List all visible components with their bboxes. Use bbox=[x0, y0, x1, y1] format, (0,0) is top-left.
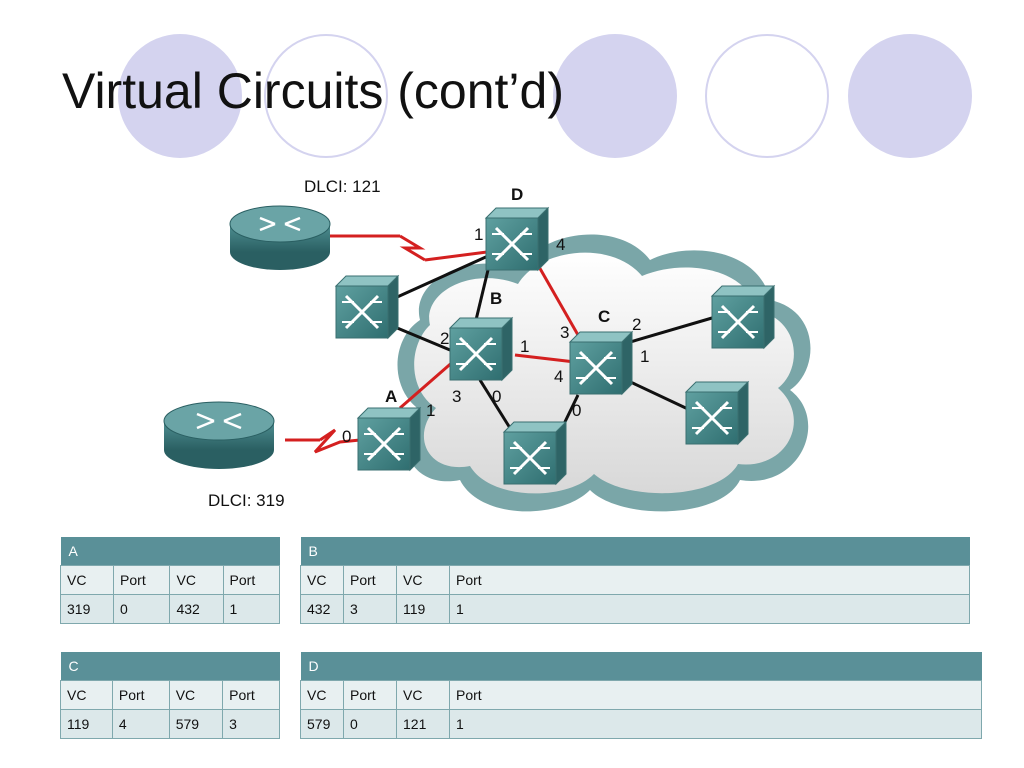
table-cell: 579 bbox=[168, 709, 224, 739]
table-header: Port bbox=[343, 565, 397, 595]
table-cell: 121 bbox=[396, 709, 450, 739]
table-d-title: D bbox=[300, 652, 982, 681]
switch-left bbox=[334, 274, 400, 340]
table-a-title: A bbox=[60, 537, 280, 566]
table-cell: 3 bbox=[343, 594, 397, 624]
table-header: VC bbox=[169, 565, 224, 595]
switch-c bbox=[568, 330, 634, 396]
switch-label-b: B bbox=[490, 289, 502, 308]
switch-right-top bbox=[710, 284, 776, 350]
decor-circle-4 bbox=[705, 34, 829, 158]
table-header: Port bbox=[343, 680, 397, 710]
port-label: 2 bbox=[440, 329, 449, 348]
table-cell: 1 bbox=[449, 709, 982, 739]
table-cell: 119 bbox=[60, 709, 113, 739]
table-d: D VC Port VC Port 579 0 121 1 bbox=[300, 652, 982, 739]
table-header: VC bbox=[396, 565, 450, 595]
port-label: 0 bbox=[572, 401, 581, 420]
decor-circle-5 bbox=[848, 34, 972, 158]
table-cell: 0 bbox=[343, 709, 397, 739]
port-label: 4 bbox=[556, 235, 565, 254]
dlci-bottom-label: DLCI: 319 bbox=[208, 491, 285, 510]
table-header: Port bbox=[222, 680, 280, 710]
router-top bbox=[229, 205, 331, 270]
switch-label-d: D bbox=[511, 185, 523, 204]
table-header: VC bbox=[300, 680, 344, 710]
table-c-title: C bbox=[60, 652, 280, 681]
dlci-top-label: DLCI: 121 bbox=[304, 177, 381, 196]
table-cell: 1 bbox=[222, 594, 281, 624]
table-header: Port bbox=[222, 565, 281, 595]
switch-bottom bbox=[502, 420, 568, 486]
table-b: B VC Port VC Port 432 3 119 1 bbox=[300, 537, 970, 624]
port-label: 1 bbox=[520, 337, 529, 356]
table-header: Port bbox=[111, 680, 170, 710]
decor-circle-1 bbox=[118, 34, 242, 158]
decor-circle-3 bbox=[553, 34, 677, 158]
table-cell: 1 bbox=[449, 594, 970, 624]
table-b-title: B bbox=[300, 537, 970, 566]
switch-b bbox=[448, 316, 514, 382]
switch-a bbox=[356, 406, 422, 472]
port-label: 3 bbox=[452, 387, 461, 406]
table-header: Port bbox=[449, 680, 982, 710]
table-cell: 119 bbox=[396, 594, 450, 624]
table-header: VC bbox=[60, 680, 113, 710]
switch-right-bottom bbox=[684, 380, 750, 446]
table-cell: 0 bbox=[113, 594, 171, 624]
switch-label-a: A bbox=[385, 387, 397, 406]
port-label: 1 bbox=[426, 401, 435, 420]
port-label: 2 bbox=[632, 315, 641, 334]
port-label: 1 bbox=[640, 347, 649, 366]
table-header: Port bbox=[113, 565, 171, 595]
table-header: VC bbox=[168, 680, 224, 710]
port-label: 4 bbox=[554, 367, 563, 386]
port-label: 1 bbox=[474, 225, 483, 244]
table-cell: 319 bbox=[59, 594, 115, 624]
router-bottom bbox=[163, 401, 275, 469]
table-cell: 3 bbox=[222, 709, 280, 739]
decor-circle-2 bbox=[264, 34, 388, 158]
switch-label-c: C bbox=[598, 307, 610, 326]
port-label: 0 bbox=[492, 387, 501, 406]
port-label: 3 bbox=[560, 323, 569, 342]
switch-d bbox=[484, 206, 550, 272]
port-label: 0 bbox=[342, 427, 351, 446]
table-cell: 432 bbox=[300, 594, 344, 624]
table-header: VC bbox=[396, 680, 450, 710]
table-c: C VC Port VC Port 119 4 579 3 bbox=[60, 652, 280, 739]
table-a: A VC Port VC Port 319 0 432 1 bbox=[59, 537, 281, 624]
table-header: Port bbox=[449, 565, 970, 595]
table-cell: 579 bbox=[300, 709, 344, 739]
table-header: VC bbox=[300, 565, 344, 595]
table-header: VC bbox=[59, 565, 115, 595]
page-title: Virtual Circuits (cont’d) bbox=[62, 63, 565, 119]
table-cell: 432 bbox=[169, 594, 224, 624]
table-cell: 4 bbox=[111, 709, 170, 739]
